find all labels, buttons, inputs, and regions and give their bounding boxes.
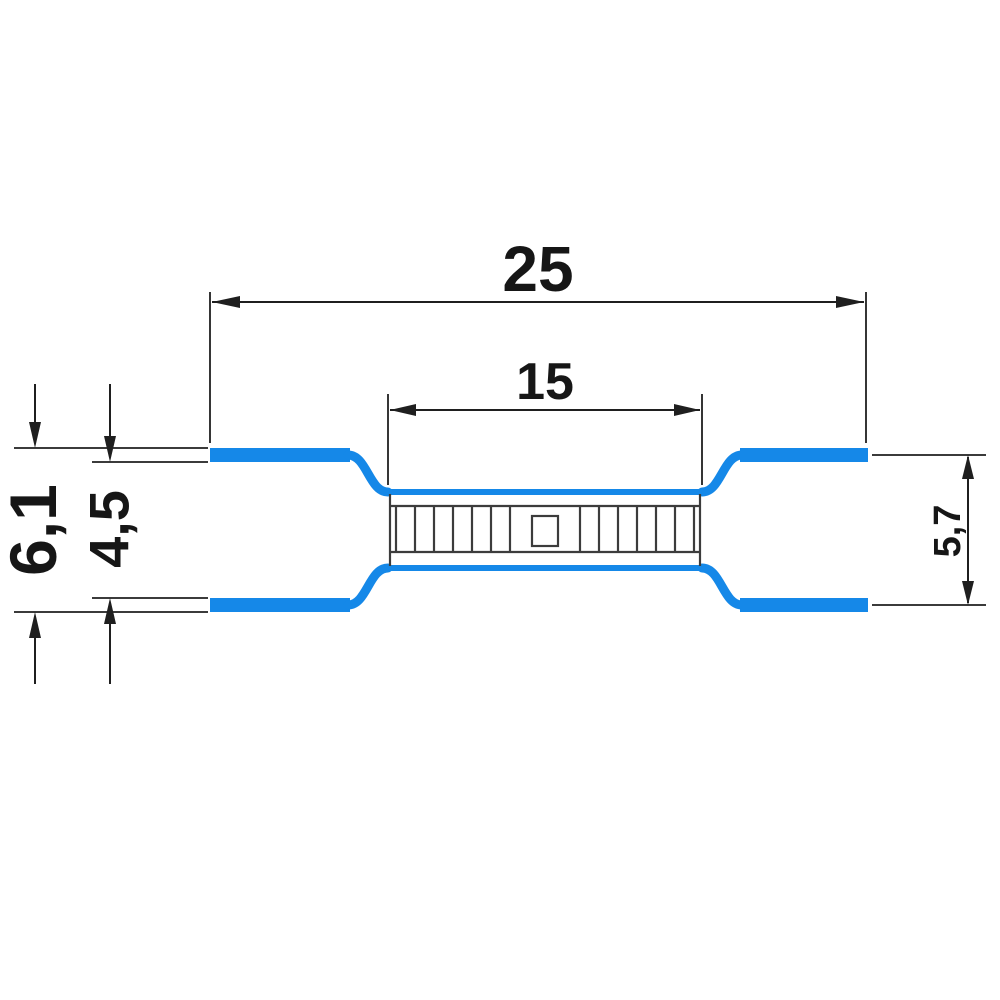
barrel-rails xyxy=(390,504,700,554)
dimension-left-inner-diameter: 4,5 xyxy=(78,384,208,684)
arrowhead-top xyxy=(29,422,41,448)
arrowhead-bottom xyxy=(962,581,974,605)
arrowhead-right xyxy=(674,404,700,416)
inspection-window xyxy=(530,514,560,548)
arrowhead-bottom xyxy=(104,598,116,624)
arrowhead-top xyxy=(962,455,974,479)
left-top-taper xyxy=(343,450,393,497)
dim-label-overall-length: 25 xyxy=(502,233,573,305)
dimension-barrel-length: 15 xyxy=(387,353,703,485)
crimp-serrations xyxy=(394,506,696,552)
arrowhead-left xyxy=(212,296,240,308)
right-bottom-taper xyxy=(697,563,747,610)
arrowhead-top xyxy=(104,436,116,462)
dim-label-barrel-length: 15 xyxy=(516,353,574,411)
right-top-taper xyxy=(697,450,747,497)
dimension-overall-length: 25 xyxy=(209,233,867,443)
left-bottom-taper xyxy=(343,563,393,610)
dim-label-left-outer-diameter: 6,1 xyxy=(0,484,70,576)
dim-label-left-inner-diameter: 4,5 xyxy=(78,490,141,568)
dimension-right-diameter: 5,7 xyxy=(872,454,986,606)
arrowhead-left xyxy=(390,404,416,416)
barrel-end-lines xyxy=(388,494,702,566)
arrowhead-bottom xyxy=(29,612,41,638)
crimp-barrel-detail xyxy=(388,494,702,566)
connector-body xyxy=(210,448,868,612)
dim-label-right-diameter: 5,7 xyxy=(927,505,969,558)
arrowhead-right xyxy=(836,296,864,308)
